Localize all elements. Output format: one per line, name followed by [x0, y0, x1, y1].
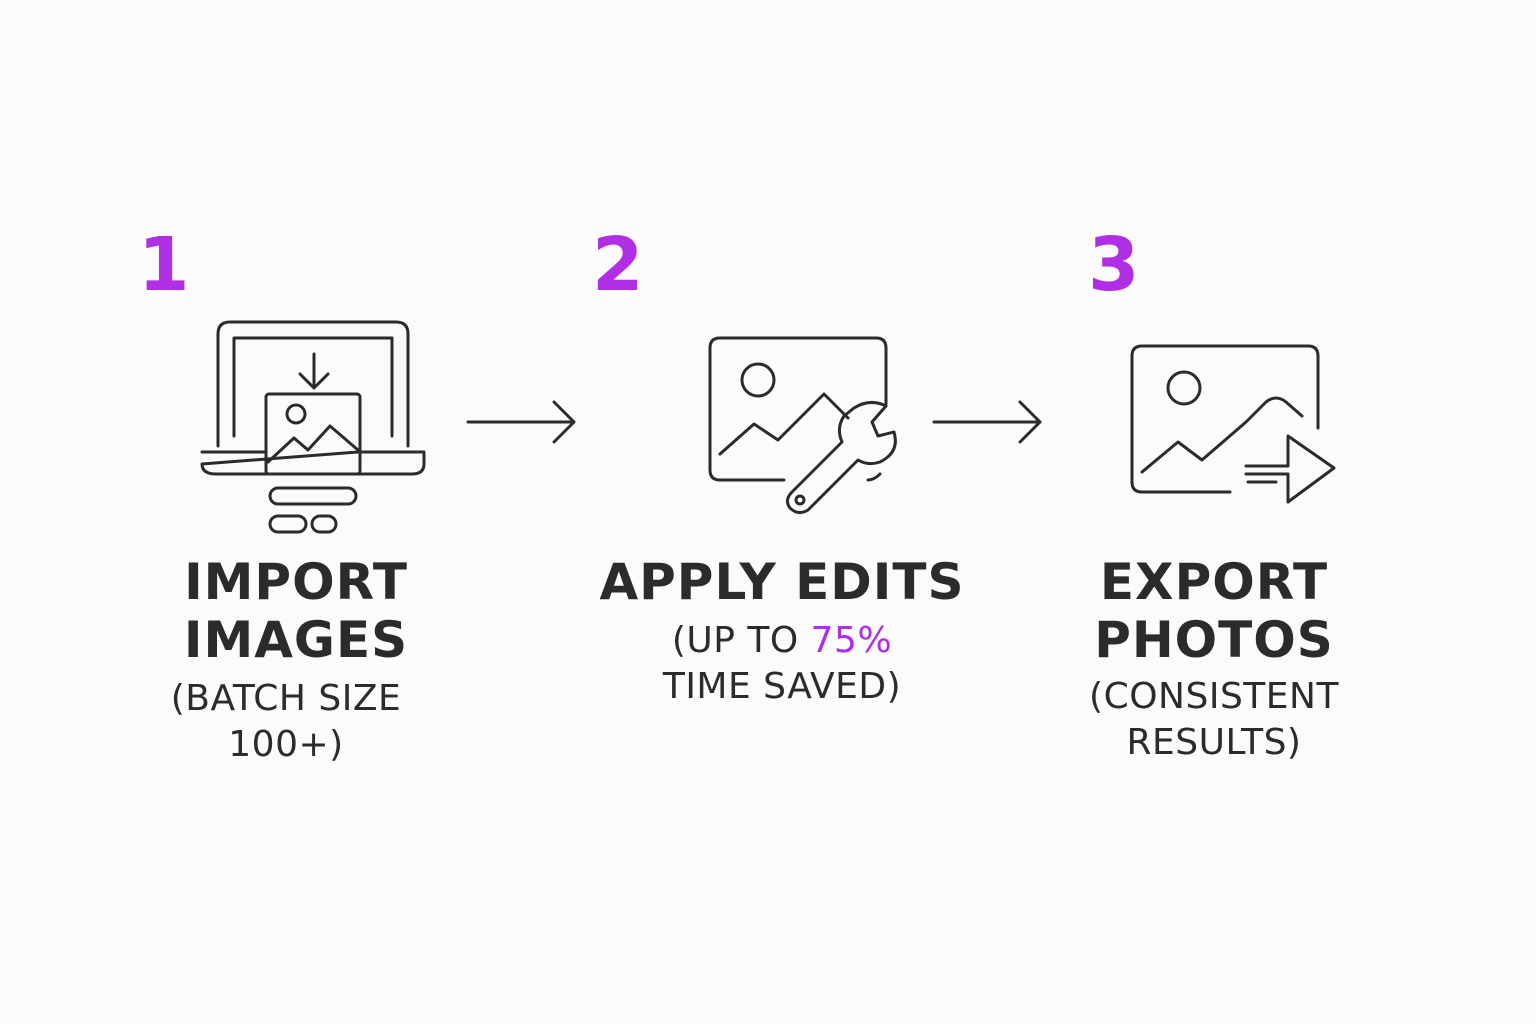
- step-1-title-line-2: IMAGES: [183, 611, 409, 669]
- image-wrench-icon: [704, 332, 908, 524]
- image-export-arrow-icon: [1126, 340, 1342, 512]
- step-1-title-line-1: IMPORT: [184, 553, 408, 611]
- step-1-desc-line-2: 100+): [228, 724, 344, 765]
- step-2-title: APPLY EDITS: [582, 553, 982, 611]
- step-3-desc-line-2: RESULTS): [1126, 722, 1302, 763]
- arrow-right-icon: [932, 398, 1046, 446]
- step-1-number: 1: [138, 222, 190, 308]
- step-1-title: IMPORT IMAGES: [146, 553, 446, 669]
- step-2-desc-highlight: 75%: [810, 620, 893, 661]
- step-3-desc-line-1: (CONSISTENT: [1089, 676, 1339, 717]
- step-3-title: EXPORT PHOTOS: [1064, 553, 1364, 669]
- step-3-title-line-1: EXPORT: [1099, 553, 1329, 611]
- step-2-desc-line-2: TIME SAVED): [662, 666, 902, 707]
- step-1-desc-line-1: (BATCH SIZE: [170, 678, 402, 719]
- step-2-desc-prefix: (UP TO: [671, 620, 811, 661]
- step-3-description: (CONSISTENT RESULTS): [1064, 674, 1364, 766]
- step-1-description: (BATCH SIZE 100+): [136, 676, 436, 768]
- step-3-title-line-2: PHOTOS: [1094, 611, 1334, 669]
- step-2-description: (UP TO 75% TIME SAVED): [582, 618, 982, 710]
- step-2-title-line-1: APPLY EDITS: [599, 553, 965, 611]
- arrow-right-icon: [466, 398, 580, 446]
- step-2-number: 2: [592, 222, 644, 308]
- step-3-number: 3: [1088, 222, 1140, 308]
- step-2-desc-line-1: (UP TO 75%: [582, 618, 982, 664]
- laptop-import-image-icon: [196, 316, 432, 540]
